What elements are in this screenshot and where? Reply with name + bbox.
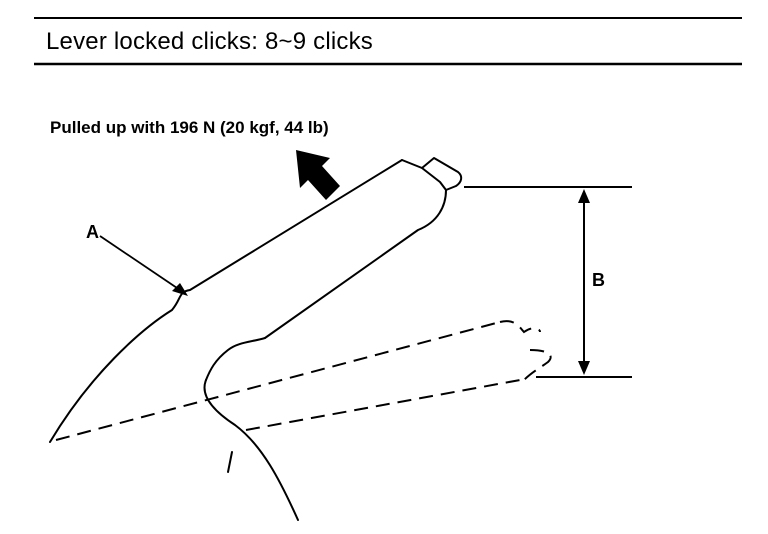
callout-a-leader bbox=[99, 235, 188, 296]
dimension-b bbox=[464, 186, 632, 378]
lever-lowered bbox=[55, 320, 552, 441]
console-body bbox=[203, 379, 299, 521]
thick-arrow-up-left-icon bbox=[296, 150, 340, 200]
page-title: Lever locked clicks: 8~9 clicks bbox=[46, 28, 373, 55]
callout-b-label: B bbox=[592, 270, 605, 290]
callout-a-label: A bbox=[86, 222, 99, 242]
force-label: Pulled up with 196 N (20 kgf, 44 lb) bbox=[50, 118, 329, 137]
lever-raised bbox=[49, 157, 463, 443]
